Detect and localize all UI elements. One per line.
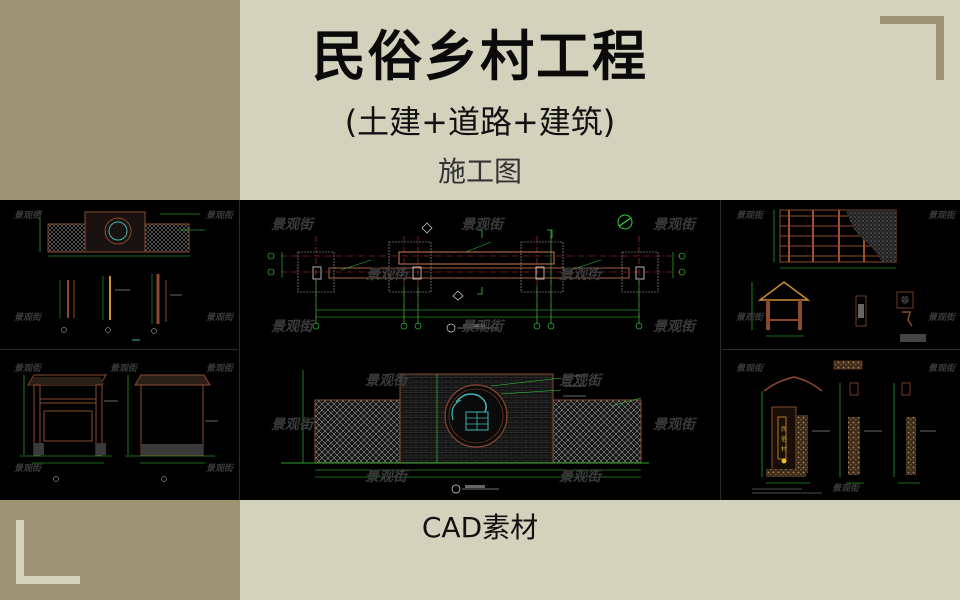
watermark: 景观街 xyxy=(832,484,860,494)
cad-panel-center-bottom: 景观街 景观街 景观街 景观街 景观街 景观街 xyxy=(241,350,719,500)
signboard-elevations-drawing: 民 俗 村 xyxy=(752,360,936,494)
footer-label: CAD素材 xyxy=(421,511,539,544)
watermark: 景观街 xyxy=(365,469,407,485)
watermark: 景观街 xyxy=(206,464,234,474)
panel-divider xyxy=(722,349,960,350)
panel-divider xyxy=(0,349,238,350)
cad-panel-right-top: 景观街 景观街 景观街 景观街 xyxy=(722,200,960,349)
watermark: 景观街 xyxy=(653,417,695,433)
cad-drawing-band: 景观街 景观街 景观街 景观街 xyxy=(0,200,960,500)
pavilion-elevations-drawing xyxy=(20,374,218,482)
watermark: 景观街 xyxy=(366,267,408,283)
corner-bracket-horizontal xyxy=(16,576,80,584)
corner-bracket-bottom-left xyxy=(16,520,80,584)
corner-bracket-horizontal xyxy=(880,16,944,24)
watermark: 景观街 xyxy=(928,211,956,221)
watermark: 景观街 xyxy=(14,364,42,374)
watermark: 景观街 xyxy=(736,313,764,323)
watermark: 景观街 xyxy=(14,464,42,474)
cad-panel-right-bottom: 民 俗 村 景观街 景观街 景观街 xyxy=(722,351,960,500)
svg-text:村: 村 xyxy=(781,445,787,453)
watermark: 景观街 xyxy=(559,469,601,485)
watermark: 景观街 xyxy=(736,364,764,374)
page-subtitle: (土建+道路+建筑) xyxy=(344,103,616,141)
watermark: 景观街 xyxy=(206,211,234,221)
corner-bracket-vertical xyxy=(16,520,24,584)
watermark: 景观街 xyxy=(271,417,313,433)
panel-divider xyxy=(239,200,240,500)
watermark: 景观街 xyxy=(271,217,313,233)
watermark: 景观街 xyxy=(928,364,956,374)
watermark: 景观街 xyxy=(653,319,695,335)
roof-plan-drawing xyxy=(751,209,926,342)
watermark: 景观街 xyxy=(14,211,42,221)
corner-bracket-top-right xyxy=(880,16,944,80)
watermark: 景观街 xyxy=(559,373,601,389)
watermark: 景观街 xyxy=(461,217,503,233)
watermark: 景观街 xyxy=(206,313,234,323)
watermark: 景观街 xyxy=(461,319,503,335)
watermark: 景观街 xyxy=(206,364,234,374)
cad-panel-center-top: 景观街 景观街 景观街 景观街 景观街 景观街 景观街 景观街 xyxy=(241,200,719,350)
svg-text:民: 民 xyxy=(781,426,787,433)
corner-bracket-vertical xyxy=(936,16,944,80)
cad-panel-left-bottom: 景观街 景观街 景观街 景观街 景观街 xyxy=(0,351,238,500)
watermark: 景观街 xyxy=(271,319,313,335)
watermark: 景观街 xyxy=(110,364,138,374)
watermark: 景观街 xyxy=(365,373,407,389)
page-subtitle-secondary: 施工图 xyxy=(437,155,522,188)
watermark: 景观街 xyxy=(928,313,956,323)
watermark: 景观街 xyxy=(736,211,764,221)
page-title: 民俗乡村工程 xyxy=(312,25,648,88)
cad-panel-left-top: 景观街 景观街 景观街 景观街 xyxy=(0,200,238,348)
plan-view-drawing xyxy=(267,214,686,333)
watermark: 景观街 xyxy=(559,267,601,283)
wall-elevation-drawing xyxy=(281,370,649,494)
watermark: 景观街 xyxy=(653,217,695,233)
watermark: 景观街 xyxy=(14,313,42,323)
svg-text:俗: 俗 xyxy=(781,435,787,443)
wall-elevation-drawing xyxy=(39,210,205,341)
panel-divider xyxy=(720,200,721,500)
accent-block-top-left xyxy=(0,0,240,200)
